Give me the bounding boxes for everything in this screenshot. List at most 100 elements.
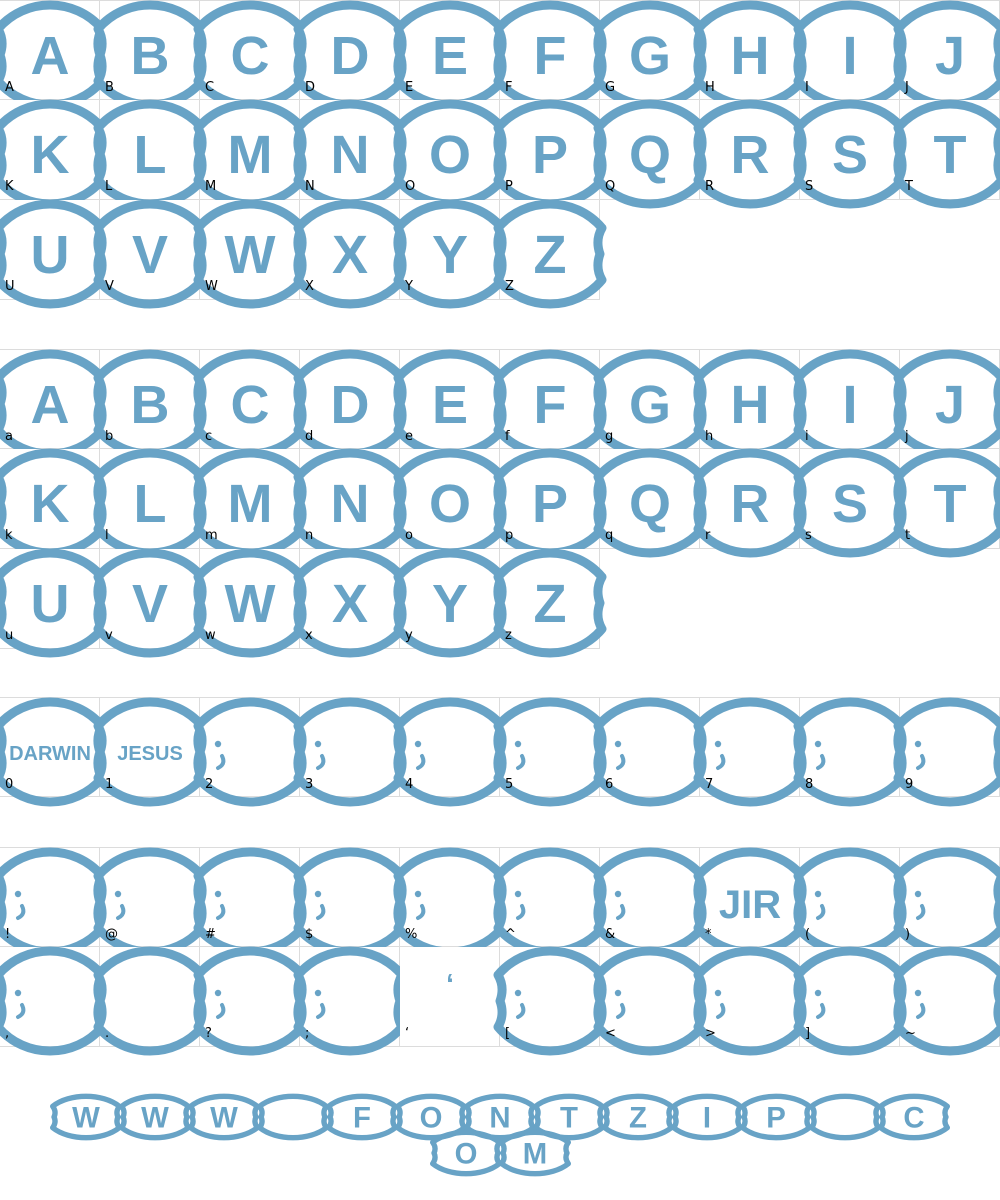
glyph-cell[interactable]: ( bbox=[793, 847, 907, 957]
glyph-cell[interactable]: 2 bbox=[193, 697, 307, 807]
glyph-cell[interactable]: $ bbox=[293, 847, 407, 957]
glyph-cell[interactable]: 6 bbox=[593, 697, 707, 807]
glyph-letter: O bbox=[429, 474, 471, 534]
glyph-cell[interactable]: 8 bbox=[793, 697, 907, 807]
glyph-cell[interactable]: JIR* bbox=[693, 847, 807, 957]
glyph-cell[interactable]: 4 bbox=[393, 697, 507, 807]
glyph-preview: DARWIN bbox=[0, 697, 107, 807]
glyph-cell[interactable]: . bbox=[93, 946, 207, 1056]
fish-outline-icon bbox=[257, 1093, 330, 1141]
glyph-key-label: * bbox=[705, 927, 712, 942]
glyph-cell[interactable]: 7 bbox=[693, 697, 807, 807]
glyph-cell[interactable]: ^ bbox=[493, 847, 607, 957]
glyph-cell[interactable]: % bbox=[393, 847, 507, 957]
glyph-cell[interactable]: ] bbox=[793, 946, 907, 1056]
glyph-cell[interactable]: [ bbox=[493, 946, 607, 1056]
glyph-cell[interactable]: 9 bbox=[893, 697, 1000, 807]
glyph-cell[interactable]: , bbox=[0, 946, 107, 1056]
fish-outline-icon bbox=[193, 548, 307, 658]
fish-outline-icon bbox=[793, 697, 907, 807]
glyph-key-label: L bbox=[105, 179, 113, 194]
glyph-key-label: ; bbox=[305, 1026, 310, 1041]
glyph-cell[interactable]: ) bbox=[893, 847, 1000, 957]
glyph-cell[interactable]: 3 bbox=[293, 697, 407, 807]
glyph-cell[interactable]: ‘‘ bbox=[400, 947, 500, 1047]
glyph-cell[interactable]: ! bbox=[0, 847, 107, 957]
glyph-cell[interactable]: 5 bbox=[493, 697, 607, 807]
glyph-key-label: e bbox=[405, 429, 413, 444]
glyph-key-label: i bbox=[805, 429, 809, 444]
glyph-letter: M bbox=[228, 125, 273, 185]
glyph-letter: X bbox=[332, 574, 368, 634]
glyph-cell[interactable]: > bbox=[693, 946, 807, 1056]
glyph-cell[interactable]: @ bbox=[93, 847, 207, 957]
glyph-cell[interactable]: # bbox=[193, 847, 307, 957]
fish-outline-icon bbox=[188, 1093, 260, 1141]
fish-outline-icon bbox=[193, 946, 307, 1056]
glyph-cell[interactable]: ? bbox=[193, 946, 307, 1056]
glyph-cell[interactable]: < bbox=[593, 946, 707, 1056]
glyph-preview bbox=[493, 946, 607, 1056]
glyph-cell[interactable]: ; bbox=[293, 946, 407, 1056]
glyph-cell[interactable]: & bbox=[593, 847, 707, 957]
glyph-preview: K bbox=[0, 99, 107, 209]
glyph-cell[interactable]: ~ bbox=[893, 946, 1000, 1056]
fish-outline-icon bbox=[693, 99, 807, 209]
glyph-letter: Q bbox=[629, 474, 671, 534]
